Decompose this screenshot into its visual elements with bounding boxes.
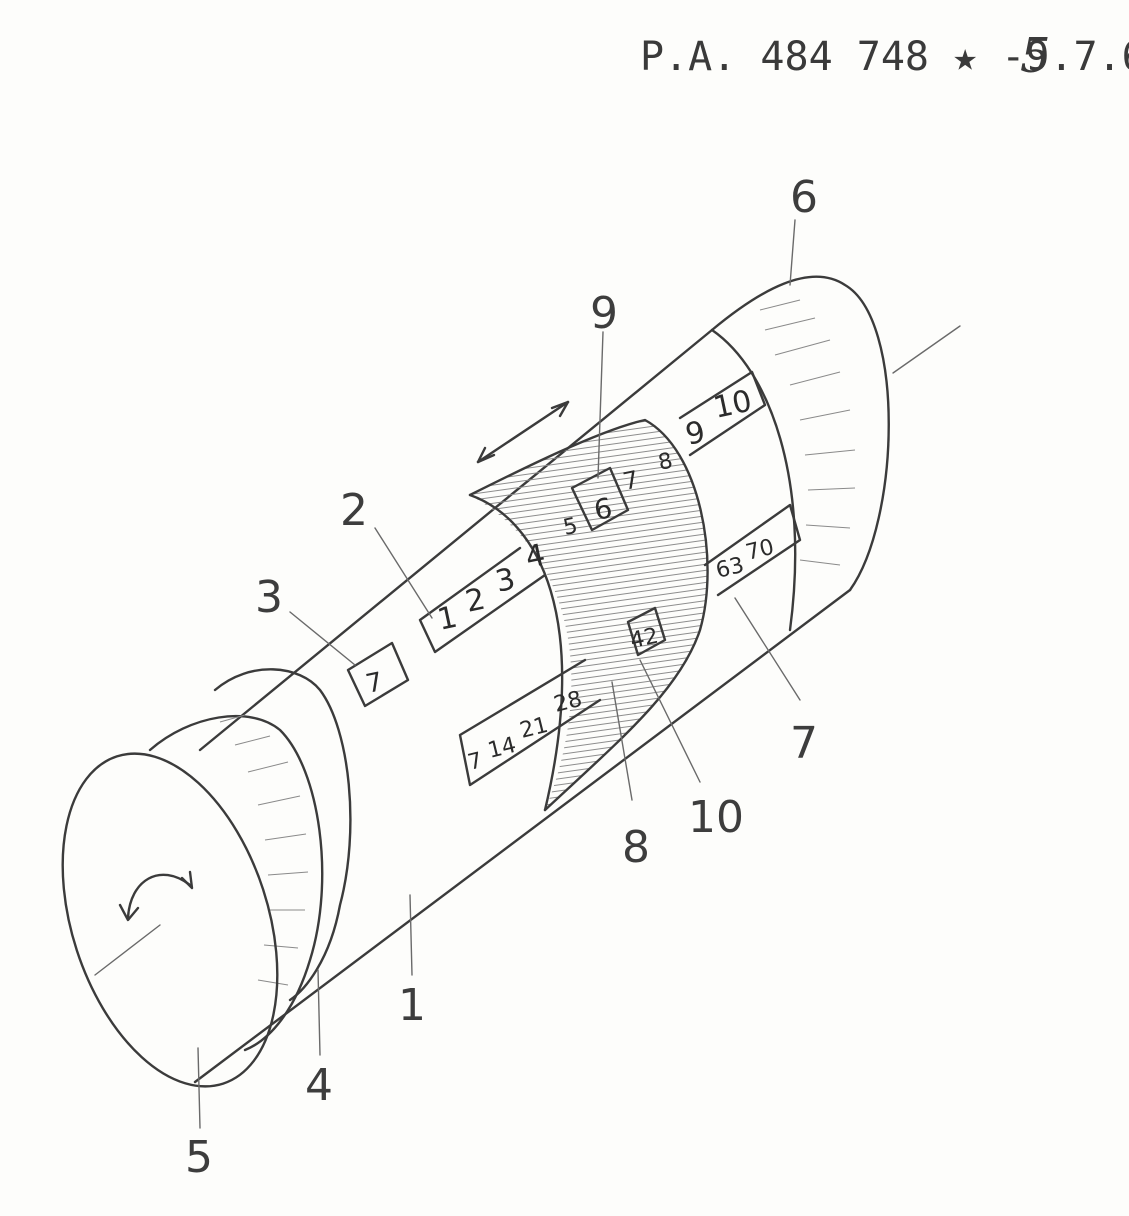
left-end-face: [61, 752, 279, 1088]
sliding-ring-front-edge: [468, 493, 564, 812]
small-window-value: 7: [363, 667, 385, 700]
axis-line-right: [892, 325, 961, 374]
label-2: 2: [340, 485, 368, 536]
label-10: 10: [688, 792, 744, 843]
result-window-value: 42: [628, 624, 661, 654]
scale-top-2: 2: [462, 582, 488, 620]
slide-direction-arrow-icon: [476, 400, 570, 464]
top-scale-strip-right: [678, 370, 767, 457]
rotation-arrow-icon: [126, 873, 192, 920]
scale-bottom-70: 70: [743, 535, 776, 566]
scale-top-9: 9: [682, 415, 708, 453]
axis-line-left: [94, 924, 161, 976]
label-4: 4: [305, 1060, 333, 1111]
leader-lines: [197, 219, 801, 1129]
scale-top-10: 10: [710, 384, 755, 426]
sliding-ring-outer-edge: [468, 418, 709, 812]
label-8: 8: [622, 822, 650, 873]
bottom-scale-strip-right: [703, 503, 802, 597]
scale-top-1: 1: [434, 600, 460, 638]
right-end-cap-outline: [710, 275, 890, 592]
left-cap-rim: [148, 714, 324, 1052]
top-scale-numbers: 1 2 3 4 5 7 8 9 10: [434, 384, 755, 638]
rotation-arrowheads-icon: [118, 870, 194, 922]
scale-bottom-7: 7: [465, 748, 485, 776]
bottom-scale-strip-left: [458, 658, 602, 787]
scale-bottom-21: 21: [517, 713, 550, 744]
scale-bottom-14: 14: [485, 733, 518, 764]
scale-top-3: 3: [492, 562, 518, 600]
scale-top-5: 5: [561, 514, 580, 541]
patent-reference: P.A. 484 748 ★ -9.7.64: [640, 34, 1129, 80]
scale-top-7: 7: [620, 465, 641, 496]
label-5: 5: [185, 1132, 213, 1183]
label-3: 3: [255, 572, 283, 623]
label-9: 9: [590, 288, 618, 339]
cylinder-body-outline: [193, 328, 852, 1084]
selection-window: [570, 466, 630, 532]
label-1: 1: [398, 980, 426, 1031]
page-number: 5: [1020, 28, 1051, 84]
selection-window-value: 6: [591, 491, 614, 527]
result-window: [626, 606, 667, 657]
scale-top-8: 8: [656, 449, 675, 476]
small-window: [346, 641, 410, 708]
top-scale-strip-left: [418, 546, 547, 654]
sliding-ring-hatching: [470, 420, 708, 810]
slide-arrowheads-icon: [476, 400, 570, 464]
collar-outline: [213, 668, 352, 1002]
label-7: 7: [790, 718, 818, 769]
label-6: 6: [790, 172, 818, 223]
right-cap-inner-edge: [710, 328, 797, 632]
right-cap-hatching: [759, 299, 856, 566]
left-cap-knurling: [219, 714, 309, 986]
